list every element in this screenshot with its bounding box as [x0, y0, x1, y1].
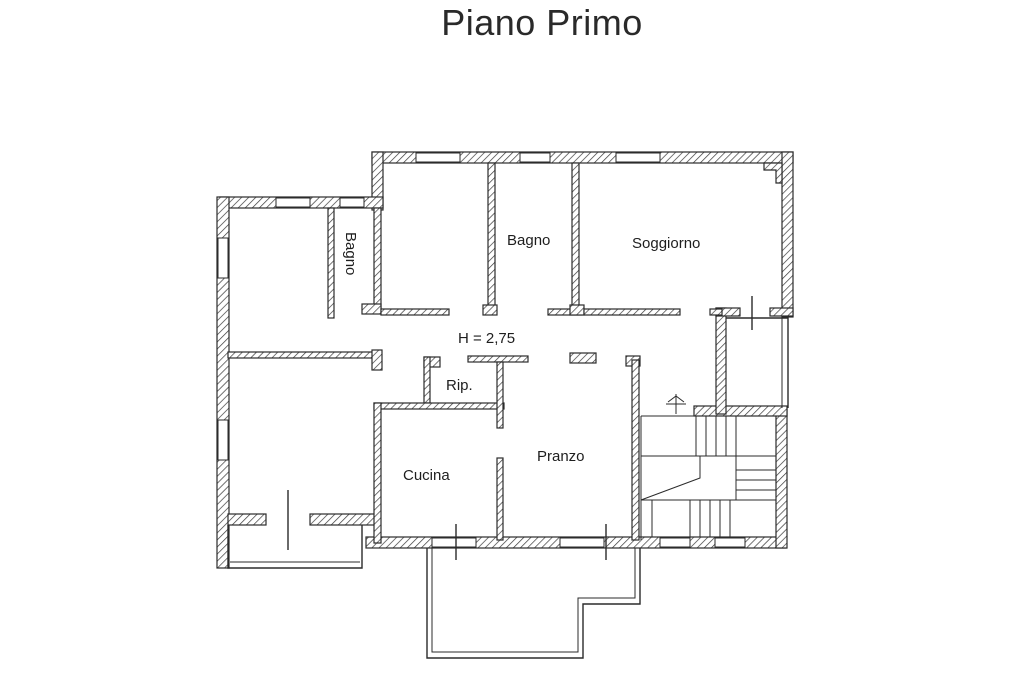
- room-label-cucina: Cucina: [403, 467, 450, 484]
- windows: [217, 152, 746, 548]
- door-marks: [287, 296, 753, 560]
- room-label-pranzo: Pranzo: [537, 448, 585, 465]
- room-label-bagno: Bagno: [507, 232, 550, 249]
- staircase: [640, 394, 776, 540]
- internal-walls: [227, 162, 723, 544]
- height-label: H = 2,75: [458, 330, 515, 347]
- balconies: [227, 317, 789, 659]
- room-label-soggiorno: Soggiorno: [632, 235, 700, 252]
- page-title: Piano Primo: [441, 2, 643, 43]
- room-label-bagno-small: Bagno: [342, 232, 359, 275]
- room-label-ripostiglio: Rip.: [446, 377, 473, 394]
